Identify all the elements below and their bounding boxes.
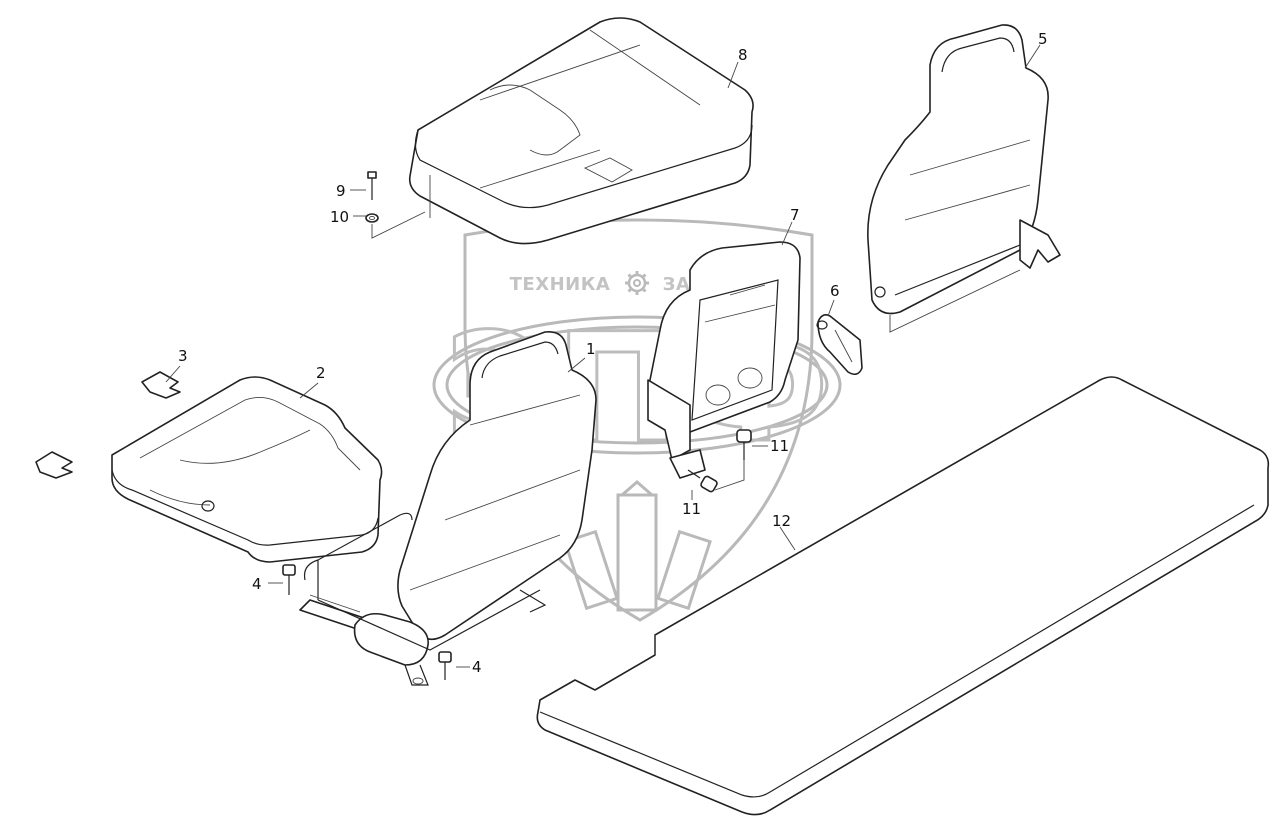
callout-1: 1 bbox=[586, 340, 596, 358]
fastener-11-bolt-lower bbox=[687, 469, 718, 493]
callout-7: 7 bbox=[790, 206, 800, 224]
callout-6: 6 bbox=[830, 282, 840, 300]
callout-labels: 1 2 3 4 4 5 6 7 8 9 10 11 11 12 bbox=[178, 30, 1048, 676]
callout-4-lower: 4 bbox=[472, 658, 482, 676]
callout-2: 2 bbox=[316, 364, 326, 382]
leader-lines bbox=[165, 44, 1041, 668]
fastener-4-bolt-lower bbox=[438, 651, 452, 680]
watermark-towers bbox=[563, 480, 712, 612]
watermark-left-word: ТЕХНИКА bbox=[510, 274, 611, 295]
callout-12: 12 bbox=[772, 512, 791, 530]
callout-5: 5 bbox=[1038, 30, 1048, 48]
callout-10: 10 bbox=[330, 208, 349, 226]
callout-8: 8 bbox=[738, 46, 748, 64]
callout-4-upper: 4 bbox=[252, 575, 262, 593]
callout-11-lower: 11 bbox=[682, 500, 701, 518]
callout-9: 9 bbox=[336, 182, 346, 200]
part-1-driver-seat bbox=[299, 330, 597, 686]
part-8-bench-cushion bbox=[408, 17, 754, 245]
part-12-floor-panel bbox=[536, 376, 1270, 816]
part-6-bracket bbox=[816, 314, 863, 376]
part-5-right-seat-back bbox=[867, 24, 1061, 333]
gear-icon bbox=[625, 271, 649, 295]
fastener-9-bolt bbox=[367, 171, 377, 200]
part-7-center-seat-back bbox=[647, 241, 801, 479]
part-2-seat-cushion bbox=[111, 376, 383, 563]
part-3-clips bbox=[35, 371, 181, 479]
callout-11-right: 11 bbox=[770, 437, 789, 455]
callout-3: 3 bbox=[178, 347, 188, 365]
fastener-11-bolt-right bbox=[714, 429, 752, 491]
fastener-4-bolt-upper bbox=[282, 564, 296, 595]
fastener-10-washer bbox=[365, 211, 426, 239]
